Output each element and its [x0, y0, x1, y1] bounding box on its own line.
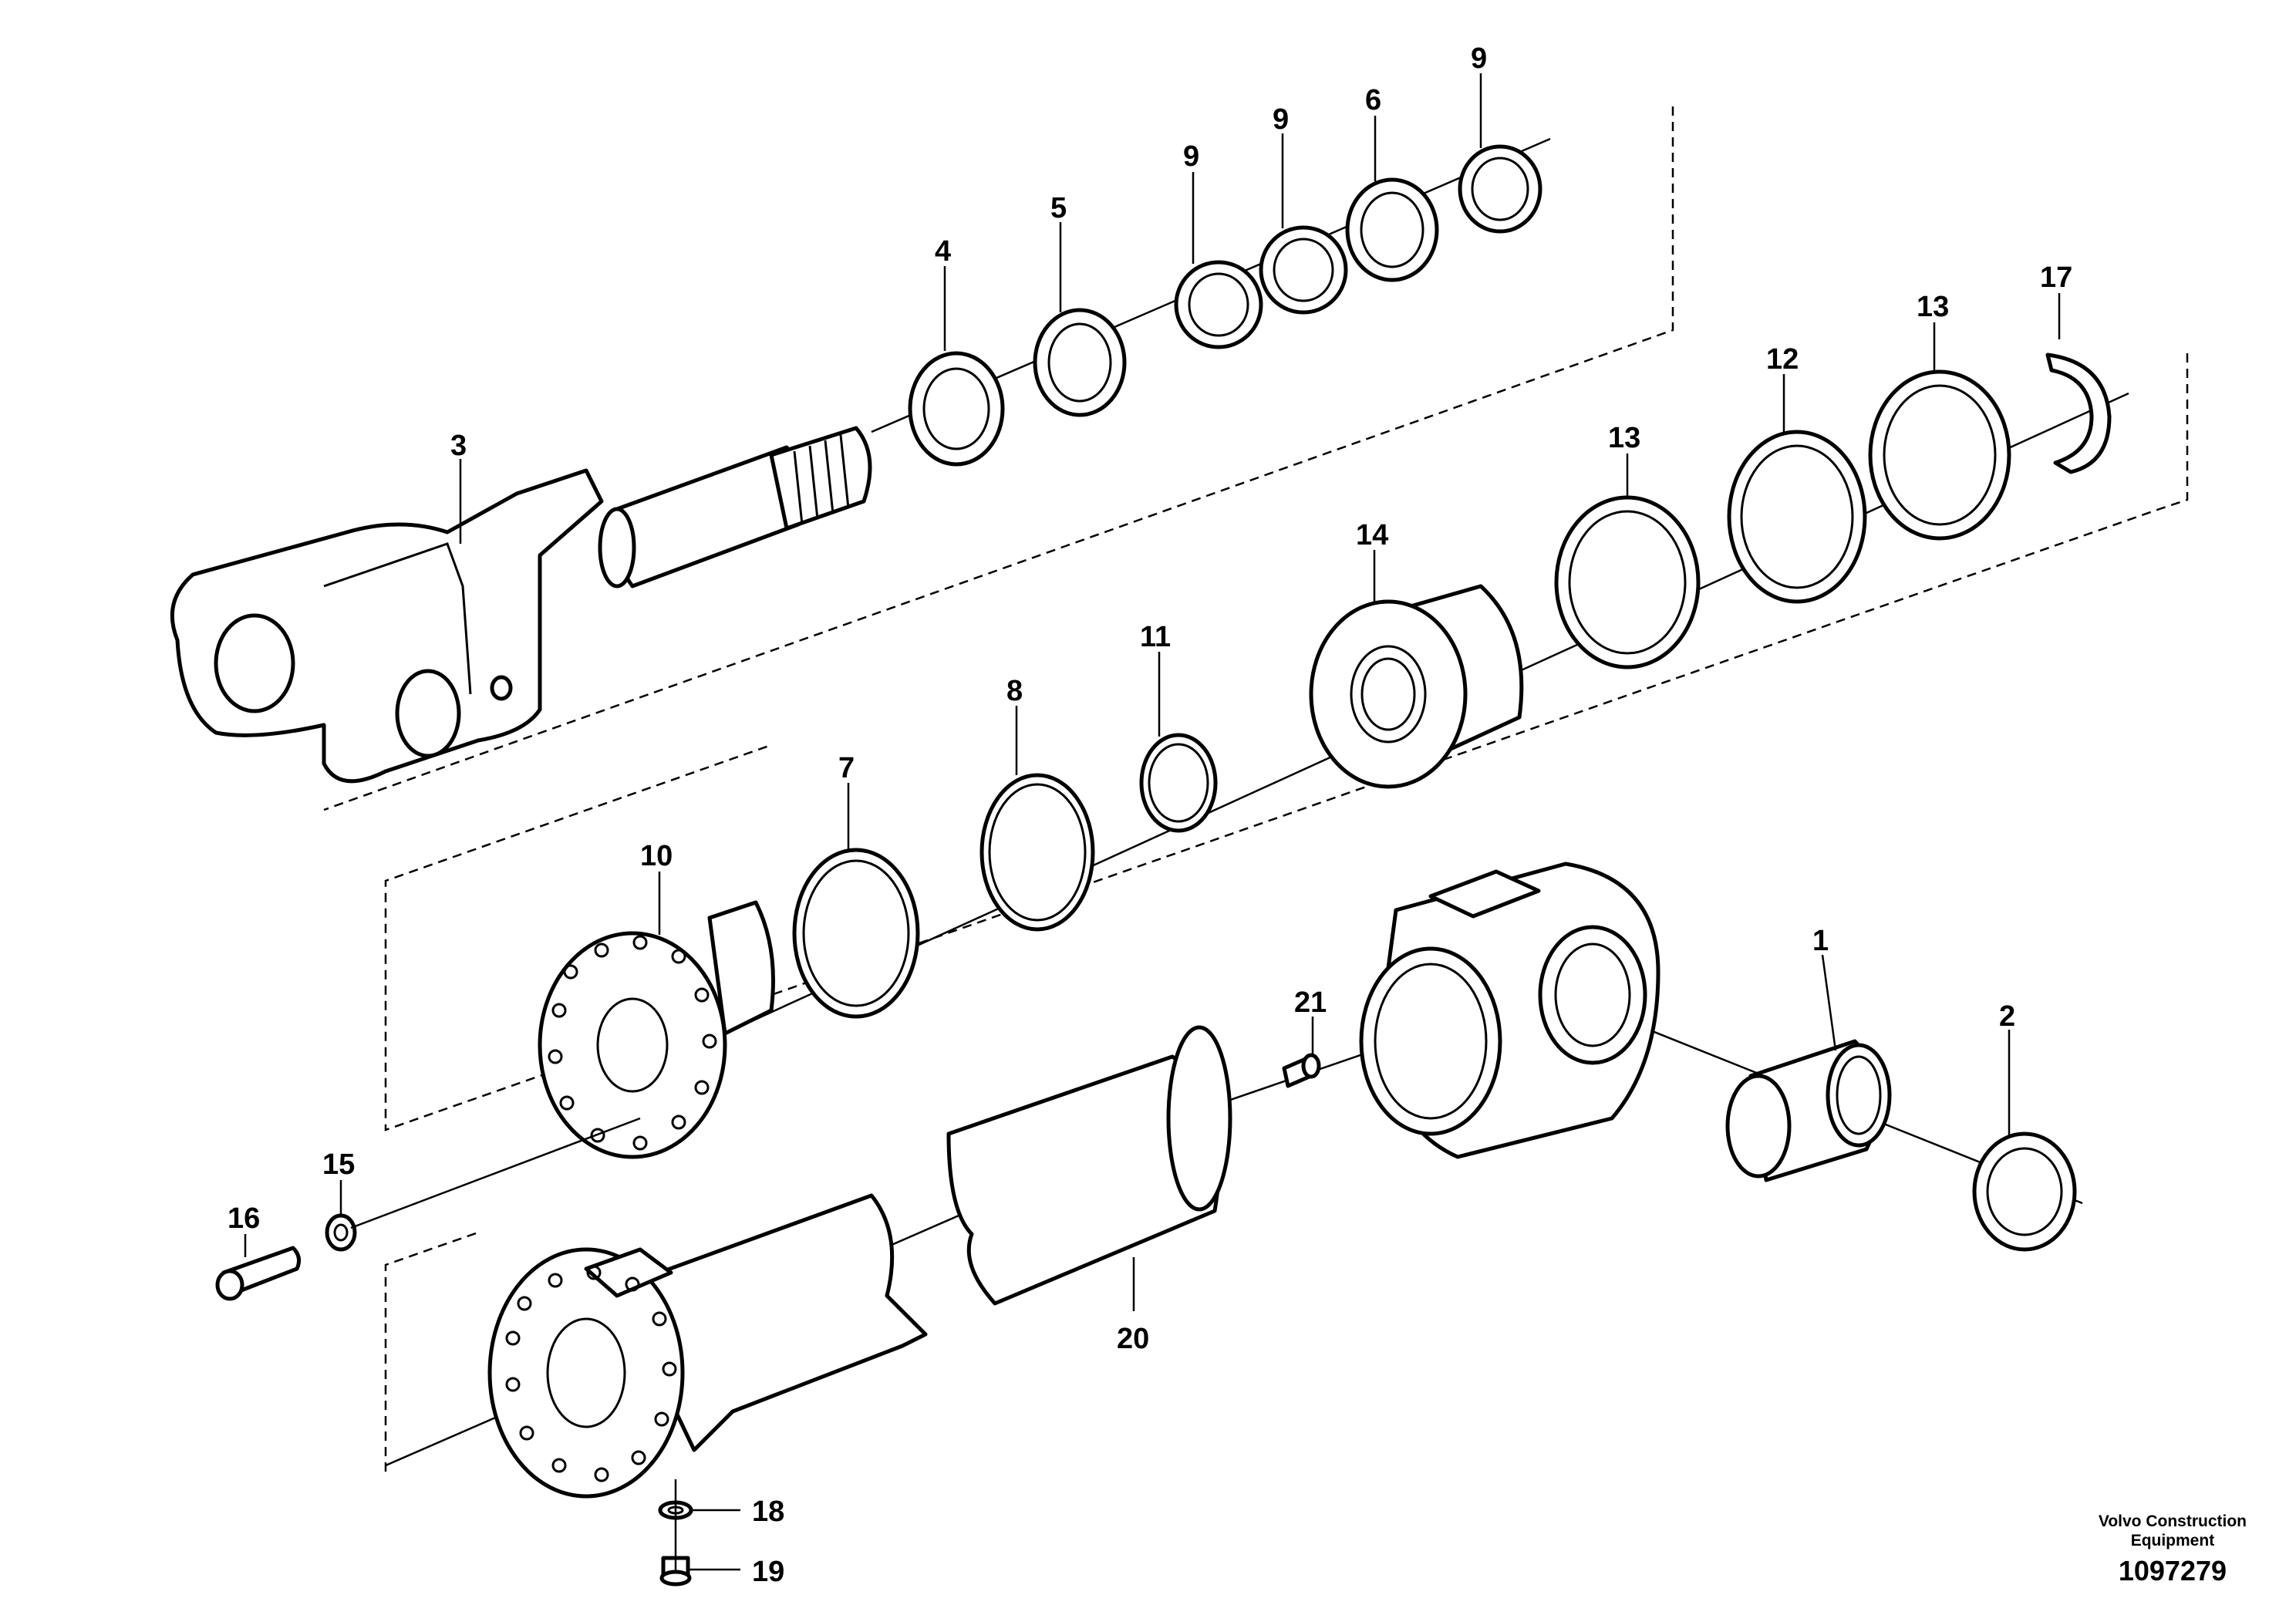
callout-9c: 9: [1471, 42, 1487, 75]
row-3-dashed-frame: [384, 1231, 479, 1472]
row-1-group: [170, 106, 1674, 811]
callout-8: 8: [1006, 675, 1023, 707]
part-2-seal-ring: [1972, 1131, 2077, 1252]
callout-1: 1: [1812, 925, 1829, 957]
row-3-bolt-axis: [350, 1117, 641, 1229]
brand-line-2: Equipment: [2130, 1532, 2215, 1549]
callout-12: 12: [1766, 343, 1799, 376]
part-20-barrel-sleeve: [946, 1025, 1232, 1306]
callout-4: 4: [935, 235, 951, 268]
cylinder-barrel: [487, 1193, 928, 1499]
callout-17: 17: [2040, 261, 2072, 294]
part-13a-guide-ring: [1554, 495, 1701, 669]
callout-19: 19: [752, 1556, 784, 1588]
part-15-washer: [325, 1213, 357, 1252]
callout-3: 3: [450, 430, 467, 462]
leader-lines: [244, 73, 2061, 1571]
callout-20: 20: [1117, 1323, 1149, 1355]
callout-9b: 9: [1273, 103, 1289, 136]
callout-14: 14: [1356, 519, 1388, 551]
callout-10: 10: [640, 840, 673, 872]
callout-6: 6: [1365, 84, 1381, 116]
callout-15: 15: [322, 1148, 355, 1181]
callout-18: 18: [752, 1496, 784, 1528]
part-9a-guide-ring: [1174, 260, 1263, 349]
callout-13b: 13: [1917, 291, 1949, 323]
callouts: 1 2 3 4 5 6 7 8 9 9 9 10 11 12 13 13 14 …: [228, 42, 2072, 1588]
publisher-footer: Volvo Construction Equipment 1097279: [2099, 1512, 2247, 1587]
part-1-bushing: [1725, 1039, 1892, 1182]
callout-11: 11: [1140, 621, 1171, 653]
part-21-grease-nipple: [1282, 1053, 1321, 1088]
callout-13a: 13: [1608, 422, 1640, 454]
callout-5: 5: [1050, 192, 1067, 224]
part-14-piston: [1309, 584, 1524, 789]
row-2-group: [384, 352, 2189, 1159]
row-1-dashed-frame: [323, 106, 1674, 811]
part-3-piston-rod: [170, 426, 872, 784]
brand-line-1: Volvo Construction: [2098, 1512, 2247, 1530]
part-9b-guide-ring: [1259, 225, 1348, 315]
part-16-bolt: [215, 1246, 302, 1301]
part-12-piston-seal: [1727, 430, 1867, 604]
part-11-o-ring: [1139, 733, 1218, 833]
callout-21: 21: [1294, 986, 1327, 1019]
cylinder-base-trunnion: [1359, 862, 1660, 1159]
part-9c-guide-ring: [1458, 144, 1542, 234]
part-13b-guide-ring: [1868, 369, 2011, 541]
row-2-dashed-frame: [384, 353, 2189, 1131]
part-5-seal: [1033, 308, 1127, 417]
part-17-circlip: [2045, 352, 2112, 474]
document-number: 1097279: [2118, 1555, 2227, 1587]
callout-16: 16: [228, 1202, 260, 1235]
callout-2: 2: [1999, 1000, 2015, 1033]
callout-9a: 9: [1183, 140, 1199, 173]
row-3-group: [215, 862, 2083, 1587]
part-8-o-ring: [979, 773, 1095, 932]
part-10-cylinder-head: [538, 900, 775, 1159]
callout-7: 7: [838, 752, 855, 784]
part-4-seal: [908, 351, 1005, 467]
part-6-wiper-seal: [1345, 177, 1439, 282]
part-7-o-ring: [792, 848, 920, 1019]
